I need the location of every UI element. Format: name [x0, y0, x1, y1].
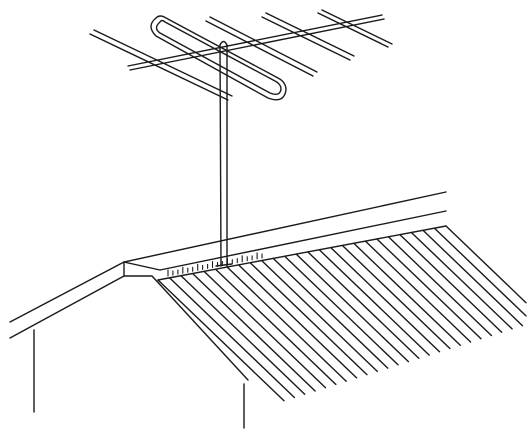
ridge-top-line — [123, 191, 447, 263]
corrugated-roof-icon — [9, 191, 527, 429]
mast-left-line — [219, 44, 222, 267]
corrugation-line — [191, 272, 316, 392]
corrugation-line — [445, 225, 527, 304]
folded-dipole-outer — [150, 15, 287, 101]
corrugation-line — [272, 257, 389, 369]
corrugation-line — [422, 229, 524, 327]
corrugation-line — [330, 246, 441, 353]
corrugation-line — [203, 270, 327, 389]
ridge-bottom-line — [159, 210, 447, 271]
corrugation-line — [237, 264, 358, 379]
corrugation-line — [307, 251, 420, 359]
corrugation-line — [433, 227, 527, 317]
corrugation-line — [180, 275, 306, 395]
corrugation-line — [341, 244, 451, 350]
corrugation-line — [399, 233, 503, 333]
corrugation-line — [284, 255, 399, 366]
corrugation-line — [410, 231, 513, 330]
reflector-element — [89, 29, 233, 101]
folded-dipole-inner — [155, 19, 282, 96]
corrugation-line — [261, 259, 378, 373]
director-element-1 — [317, 9, 393, 48]
mast-base — [215, 263, 233, 267]
corrugation-line — [214, 268, 337, 386]
antenna-mast-icon — [215, 40, 233, 267]
ridge-tick-marks — [167, 252, 263, 277]
corrugation-line — [353, 242, 461, 346]
gable-left-outer — [9, 261, 125, 323]
corrugation-line — [318, 249, 430, 356]
ridge-front-line — [123, 261, 161, 271]
director-element-2 — [261, 12, 355, 61]
mast-top-cap — [219, 40, 228, 46]
gable-left-inner — [9, 275, 125, 339]
yagi-antenna-icon — [89, 9, 393, 101]
corrugation-line — [376, 238, 482, 340]
roof-corrugations — [157, 225, 527, 402]
corrugation-line — [157, 279, 285, 402]
corrugation-line — [226, 266, 347, 382]
boom-bottom-line — [129, 18, 385, 71]
corrugation-line — [168, 277, 296, 399]
director-element-3 — [205, 16, 318, 77]
ridge-inner-line — [157, 225, 447, 281]
corrugation-line — [364, 240, 472, 343]
corrugation-line — [387, 236, 493, 337]
corrugation-line — [295, 253, 410, 363]
gable-front-slope — [123, 275, 249, 381]
corrugation-line — [249, 262, 368, 376]
